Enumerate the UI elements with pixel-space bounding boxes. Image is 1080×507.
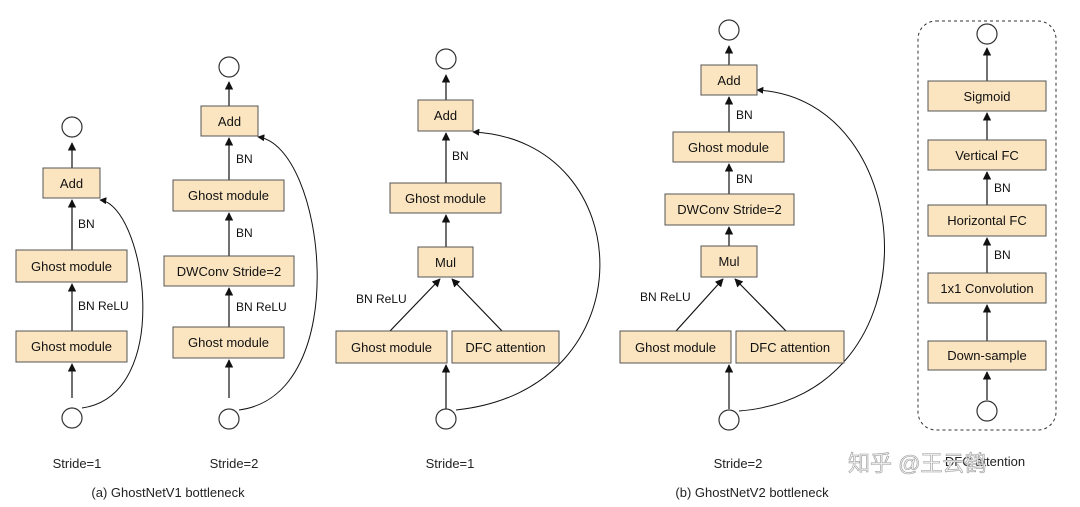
svg-text:Ghost module: Ghost module <box>405 191 486 206</box>
caption-ghostnetv1: (a) GhostNetV1 bottleneck <box>91 485 245 500</box>
stride-label: Stride=2 <box>210 456 259 471</box>
add-box: Add <box>417 99 474 132</box>
edge-label-bn: BN <box>236 152 253 166</box>
ghost-module-box: Ghost module <box>15 330 128 363</box>
svg-text:Horizontal FC: Horizontal FC <box>947 213 1026 228</box>
dwconv-box: DWConv Stride=2 <box>664 193 795 226</box>
svg-text:Add: Add <box>218 114 241 129</box>
dwconv-box: DWConv Stride=2 <box>163 255 295 287</box>
edge-label-bn: BN <box>452 149 469 163</box>
ghost-module-box: Ghost module <box>619 330 732 364</box>
horizontal-fc-box: Horizontal FC <box>927 204 1047 237</box>
svg-text:Sigmoid: Sigmoid <box>964 89 1011 104</box>
ghost-module-box: Ghost module <box>389 182 502 214</box>
edge-label-bn-relu: BN ReLU <box>78 299 129 313</box>
edge-label-bn: BN <box>994 248 1011 262</box>
mul-box: Mul <box>417 246 474 278</box>
input-node <box>976 23 998 45</box>
input-node <box>435 48 457 70</box>
svg-text:Ghost module: Ghost module <box>635 340 716 355</box>
edge-label-bn: BN <box>236 226 253 240</box>
input-node <box>61 116 83 138</box>
v1-stride2-block: Add Ghost module DWConv Stride=2 Ghost m… <box>163 56 318 471</box>
add-box: Add <box>200 105 259 137</box>
svg-text:DFC attention: DFC attention <box>465 340 545 355</box>
svg-text:Ghost module: Ghost module <box>688 140 769 155</box>
svg-text:Vertical FC: Vertical FC <box>955 148 1019 163</box>
svg-text:Ghost module: Ghost module <box>351 340 432 355</box>
conv1x1-box: 1x1 Convolution <box>927 272 1047 304</box>
ghost-module-box: Ghost module <box>672 131 785 163</box>
mul-box: Mul <box>700 245 758 278</box>
output-node <box>718 409 740 431</box>
svg-text:Ghost module: Ghost module <box>188 335 269 350</box>
watermark: 知乎 @王云鹤 <box>848 451 986 476</box>
vertical-fc-box: Vertical FC <box>927 139 1047 171</box>
edge-label-bn-relu: BN ReLU <box>640 290 691 304</box>
svg-text:Add: Add <box>60 176 83 191</box>
v2-stride2-block: Add Ghost module DWConv Stride=2 Mul Gho… <box>619 19 885 471</box>
v2-stride1-block: Add Ghost module Mul Ghost module DFC at… <box>335 48 601 471</box>
ghost-module-box: Ghost module <box>335 330 448 364</box>
add-box: Add <box>700 64 758 96</box>
ghost-module-box: Ghost module <box>15 249 128 283</box>
input-node <box>718 19 740 41</box>
svg-text:Down-sample: Down-sample <box>947 348 1026 363</box>
svg-text:Ghost module: Ghost module <box>188 188 269 203</box>
svg-text:Add: Add <box>717 73 740 88</box>
output-node <box>61 407 83 429</box>
output-node <box>976 400 998 422</box>
stride-label: Stride=1 <box>53 456 102 471</box>
edge-label-bn-relu: BN ReLU <box>236 300 287 314</box>
svg-text:DFC attention: DFC attention <box>750 340 830 355</box>
edge-label-bn: BN <box>78 217 95 231</box>
output-node <box>435 408 457 430</box>
dfc-attention-block: Sigmoid Vertical FC Horizontal FC 1x1 Co… <box>917 20 1057 469</box>
svg-text:DWConv Stride=2: DWConv Stride=2 <box>677 202 781 217</box>
edge-label-bn: BN <box>736 172 753 186</box>
ghost-module-box: Ghost module <box>172 179 285 212</box>
input-node <box>218 56 240 78</box>
stride-label: Stride=1 <box>426 456 475 471</box>
add-box: Add <box>42 167 101 199</box>
edge-label-bn: BN <box>994 181 1011 195</box>
edge-label-bn: BN <box>736 108 753 122</box>
ghost-module-box: Ghost module <box>172 326 285 359</box>
dfc-attention-label: DFC attention <box>945 454 1025 469</box>
svg-text:Ghost module: Ghost module <box>31 259 112 274</box>
output-node <box>218 408 240 430</box>
down-sample-box: Down-sample <box>927 340 1047 371</box>
svg-text:DWConv Stride=2: DWConv Stride=2 <box>177 264 281 279</box>
svg-text:Mul: Mul <box>719 254 740 269</box>
svg-text:Ghost module: Ghost module <box>31 339 112 354</box>
dfc-attention-box: DFC attention <box>451 330 560 364</box>
dfc-attention-box: DFC attention <box>735 330 845 364</box>
stride-label: Stride=2 <box>714 456 763 471</box>
v1-stride1-block: Add Ghost module Ghost module BN BN ReLU… <box>15 116 144 471</box>
edge-label-bn-relu: BN ReLU <box>356 292 407 306</box>
dfc-attention-frame <box>917 20 1057 431</box>
svg-text:Add: Add <box>434 108 457 123</box>
svg-text:1x1 Convolution: 1x1 Convolution <box>940 281 1033 296</box>
svg-text:Mul: Mul <box>435 255 456 270</box>
caption-ghostnetv2: (b) GhostNetV2 bottleneck <box>675 485 829 500</box>
sigmoid-box: Sigmoid <box>927 80 1047 112</box>
